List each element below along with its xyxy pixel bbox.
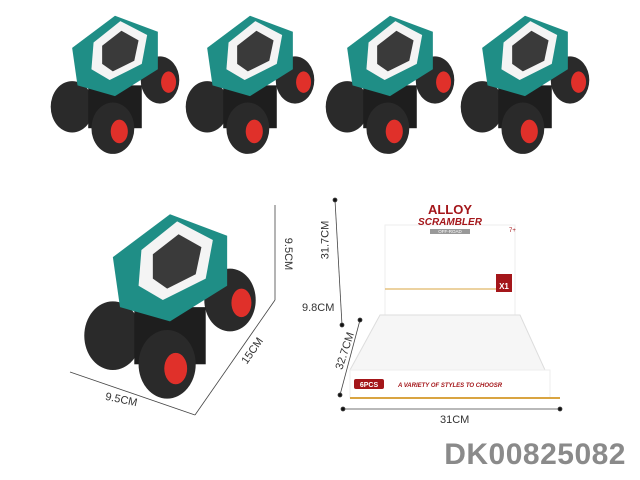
truck-variant-1 [50,15,180,154]
subtitle: OFF-ROAD [438,229,462,234]
brand-line-1: ALLOY [428,202,472,217]
truck-main [84,214,256,399]
display-box: ALLOY SCRAMBLER A VARIETY OF STYLES TO C… [349,202,560,399]
car-height-label: 9.5CM [282,237,295,271]
age-label: 7+ [509,228,516,234]
truck-variant-2 [185,15,315,154]
truck-variant-4 [460,15,590,154]
box-front-height-label: 9.8CM [302,302,335,314]
box-back-height-label: 31.7CM [319,220,332,260]
brand-line-2: SCRAMBLER [418,217,483,228]
car-dimension-lines [69,205,276,416]
qty-badge: X1 [499,282,509,291]
truck-variant-3 [325,15,455,154]
count-badge: 6PCS [360,382,379,389]
box-dimension-lines [332,197,563,412]
tagline: A VARIETY OF STYLES TO CHOOSR [397,383,503,389]
product-sku: DK00825082 [444,438,626,471]
box-width-label: 31CM [440,414,470,426]
